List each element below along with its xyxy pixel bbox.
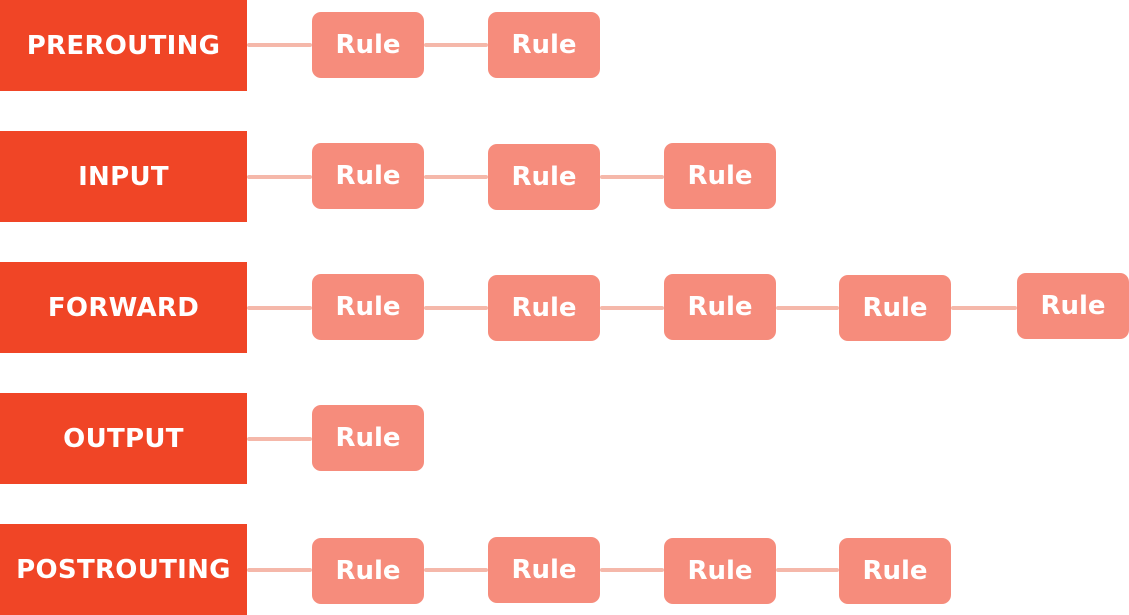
rule-box: Rule <box>488 144 600 210</box>
connector <box>776 568 839 572</box>
rule-box: Rule <box>312 538 424 604</box>
connector <box>247 437 312 441</box>
connector <box>424 43 488 47</box>
rule-label: Rule <box>511 162 577 192</box>
rule-box: Rule <box>664 143 776 209</box>
connector <box>424 306 488 310</box>
rule-label: Rule <box>335 423 401 453</box>
chain-forward: FORWARD <box>0 262 247 353</box>
chain-label: FORWARD <box>47 292 200 323</box>
rule-label: Rule <box>687 556 753 586</box>
rule-label: Rule <box>511 30 577 60</box>
rule-box: Rule <box>664 538 776 604</box>
rule-label: Rule <box>511 293 577 323</box>
connector <box>247 175 312 179</box>
chain-output: OUTPUT <box>0 393 247 484</box>
rule-label: Rule <box>335 161 401 191</box>
rule-box: Rule <box>312 405 424 471</box>
connector <box>247 568 312 572</box>
chain-postrouting: POSTROUTING <box>0 524 247 615</box>
connector <box>951 306 1017 310</box>
rule-label: Rule <box>335 30 401 60</box>
rule-label: Rule <box>687 292 753 322</box>
connector <box>600 568 664 572</box>
connector <box>424 175 488 179</box>
rule-box: Rule <box>312 274 424 340</box>
rule-box: Rule <box>1017 273 1129 339</box>
rule-box: Rule <box>839 538 951 604</box>
rule-label: Rule <box>862 293 928 323</box>
rule-label: Rule <box>335 556 401 586</box>
connector <box>247 43 312 47</box>
chain-prerouting: PREROUTING <box>0 0 247 91</box>
rule-box: Rule <box>488 537 600 603</box>
rule-label: Rule <box>1040 291 1106 321</box>
rule-box: Rule <box>839 275 951 341</box>
rule-label: Rule <box>511 555 577 585</box>
connector <box>776 306 839 310</box>
rule-box: Rule <box>488 275 600 341</box>
rule-box: Rule <box>312 143 424 209</box>
chain-label: POSTROUTING <box>16 554 231 585</box>
rule-label: Rule <box>687 161 753 191</box>
chain-label: OUTPUT <box>63 423 184 454</box>
rule-box: Rule <box>664 274 776 340</box>
rule-label: Rule <box>335 292 401 322</box>
chain-input: INPUT <box>0 131 247 222</box>
connector <box>247 306 312 310</box>
connector <box>600 306 664 310</box>
rule-box: Rule <box>312 12 424 78</box>
connector <box>600 175 664 179</box>
rule-label: Rule <box>862 556 928 586</box>
connector <box>424 568 488 572</box>
chain-label: PREROUTING <box>26 30 221 61</box>
chain-label: INPUT <box>78 161 169 192</box>
rule-box: Rule <box>488 12 600 78</box>
